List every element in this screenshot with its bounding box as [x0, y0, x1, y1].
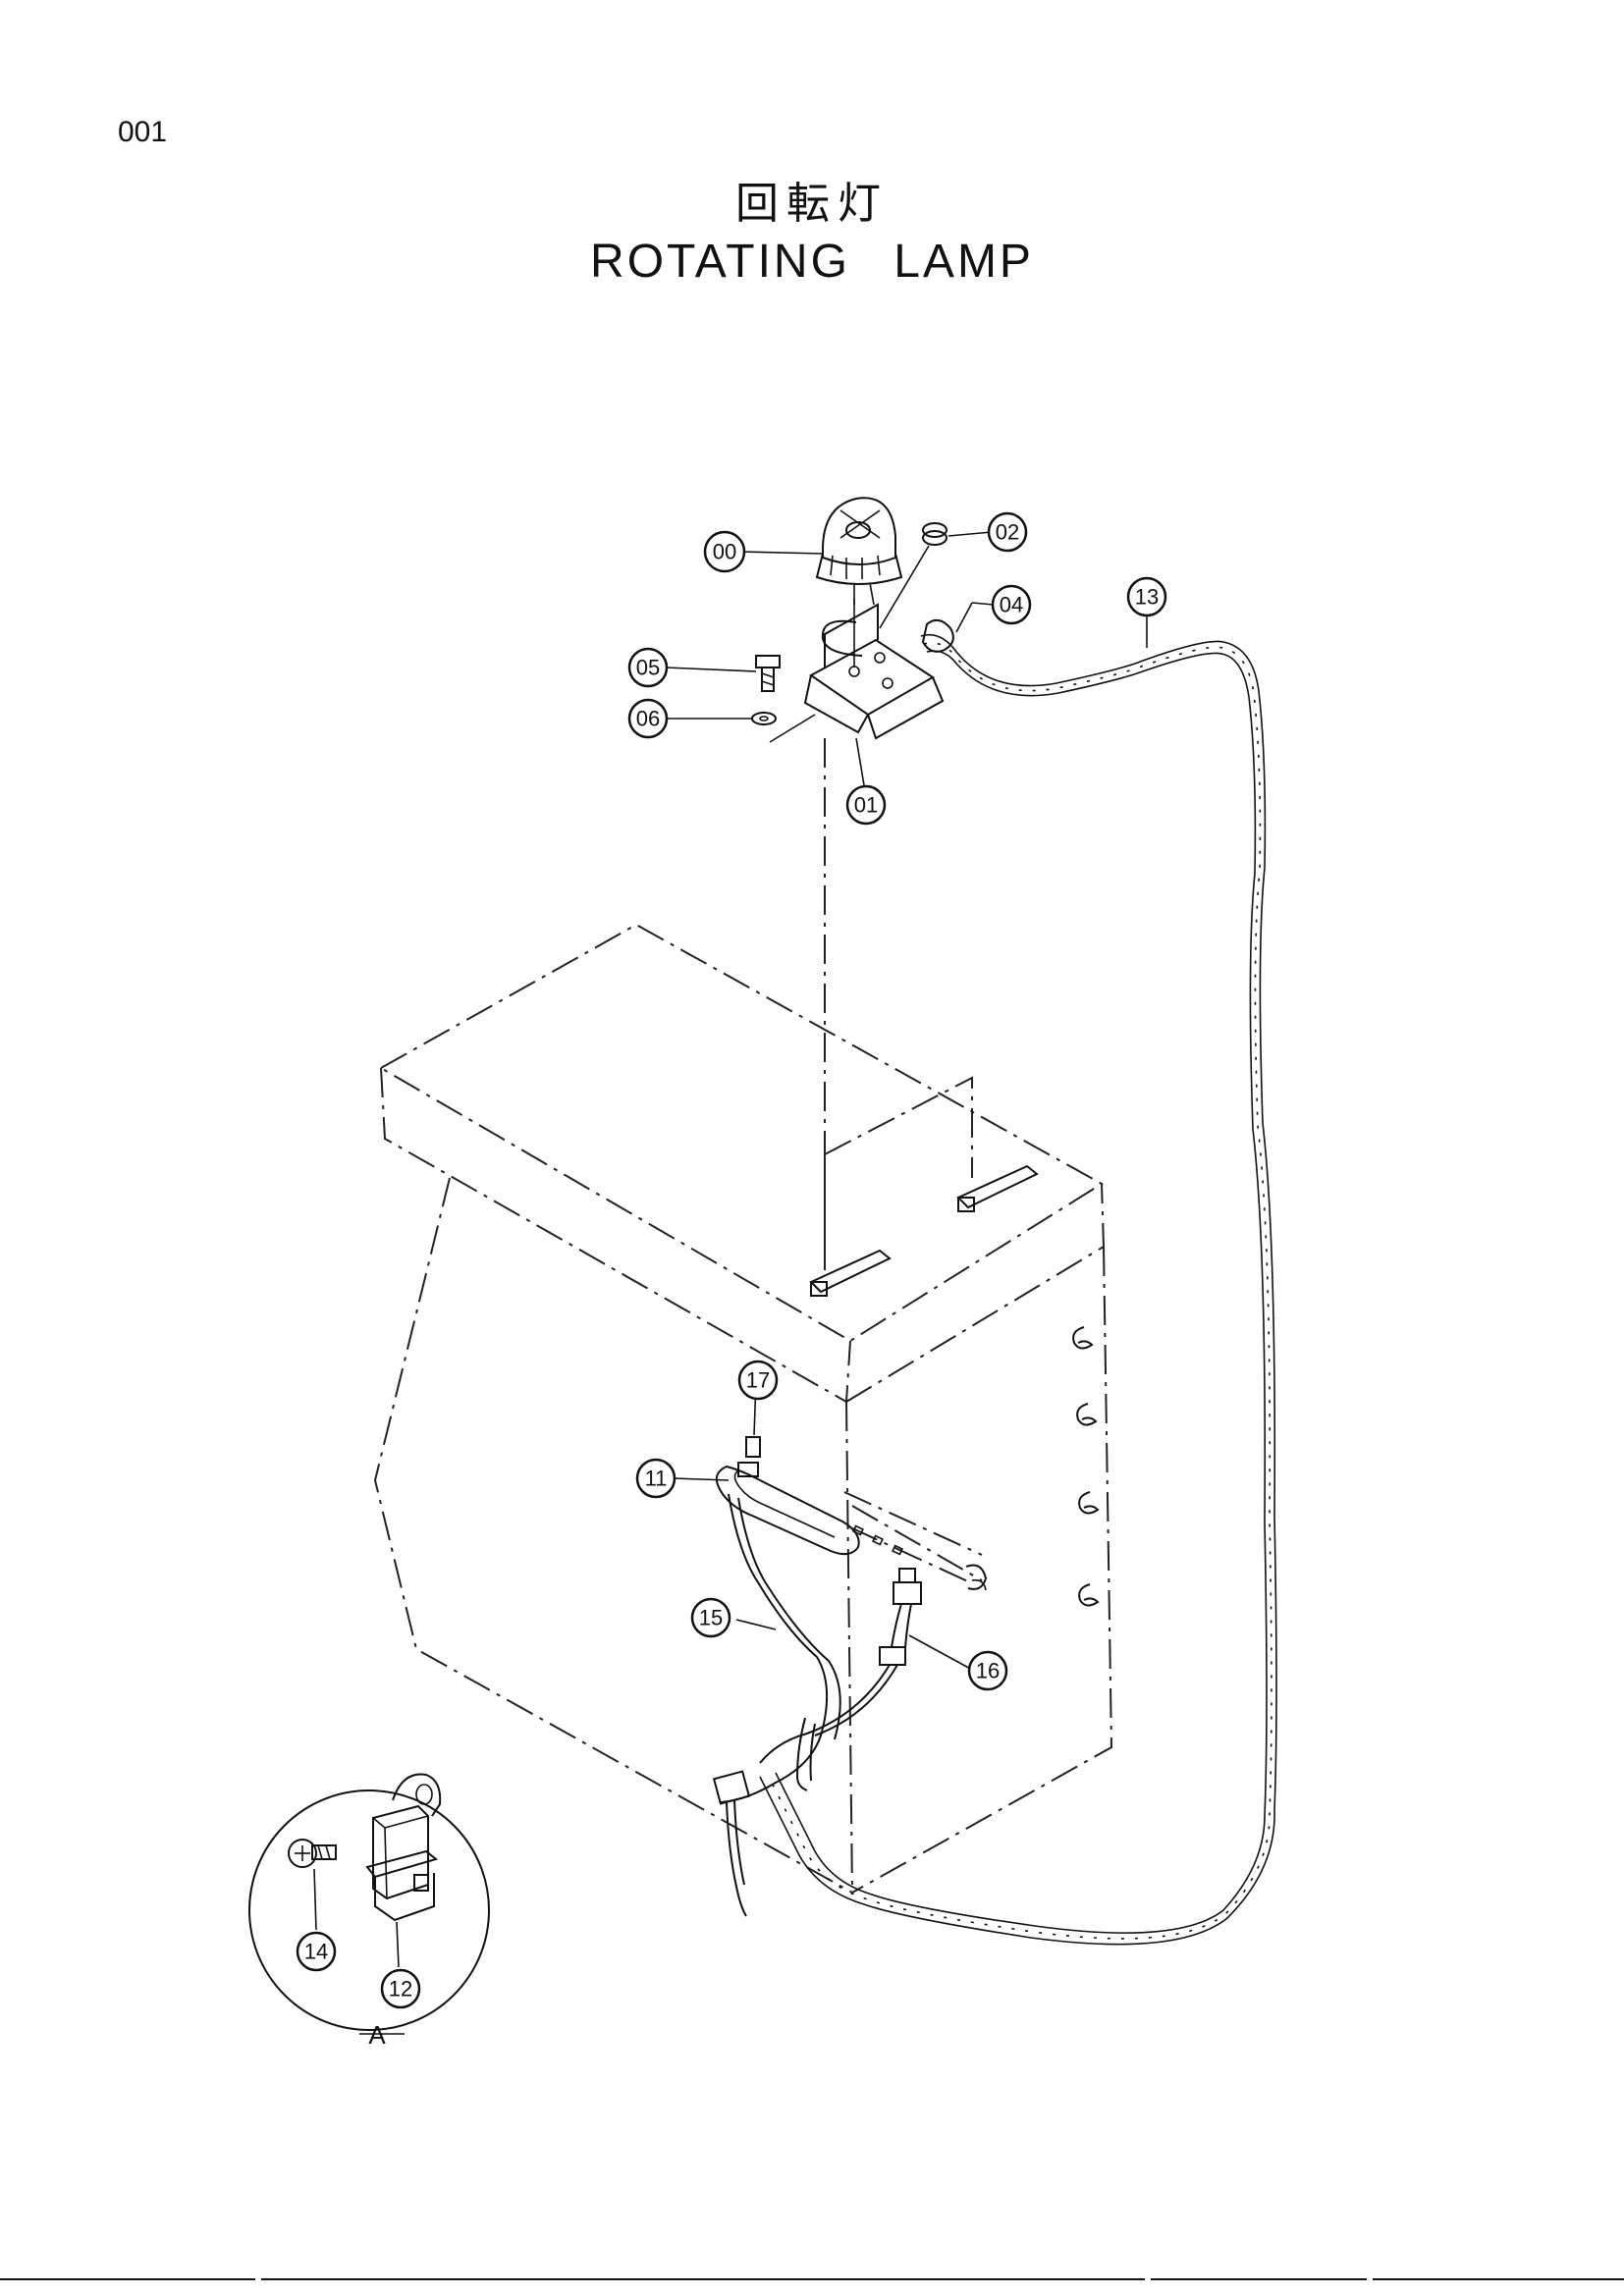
- svg-text:04: 04: [1000, 593, 1023, 617]
- bolt: [755, 655, 781, 692]
- svg-text:13: 13: [1135, 585, 1159, 610]
- svg-text:02: 02: [996, 520, 1019, 545]
- cab-side-clips: [1072, 1326, 1100, 1607]
- main-harness: [759, 618, 1277, 1946]
- roof-mounting-brackets: [809, 1164, 1039, 1297]
- callout-00: 00: [703, 530, 746, 573]
- callout-13: 14: [296, 1931, 337, 1972]
- cab-outline: [373, 923, 1113, 1894]
- svg-text:05: 05: [636, 656, 660, 680]
- callout-04: 04: [991, 584, 1032, 625]
- page-number: 001: [118, 116, 168, 148]
- ground-lead: [821, 619, 863, 657]
- callout-14: 13: [1126, 576, 1167, 617]
- cab-wiring: [712, 1493, 922, 1917]
- callout-01: 01: [845, 784, 887, 826]
- lamp-bracket: [769, 599, 945, 743]
- svg-text:06: 06: [636, 707, 660, 731]
- svg-text:15: 15: [699, 1606, 723, 1630]
- nut: [879, 522, 947, 629]
- title-block: 回転灯 ROTATING LAMP: [0, 177, 1624, 293]
- title-english: ROTATING LAMP: [590, 236, 1034, 288]
- title-japanese: 回転灯: [735, 179, 889, 229]
- relay-bracket: [716, 1436, 860, 1556]
- callout-17: 17: [737, 1360, 779, 1401]
- rotating-lamp: [815, 497, 903, 606]
- callout-15: 15: [690, 1597, 731, 1638]
- detail-a-label: A: [368, 2020, 386, 2050]
- svg-text:14: 14: [304, 1940, 328, 1964]
- callout-05: 05: [627, 647, 669, 688]
- svg-text:11: 11: [645, 1467, 668, 1491]
- svg-text:00: 00: [713, 540, 736, 564]
- svg-text:16: 16: [976, 1659, 1000, 1683]
- callout-11: 11: [635, 1458, 677, 1499]
- washer: [751, 712, 777, 725]
- cross-rail: [843, 1491, 988, 1591]
- svg-text:12: 12: [389, 1977, 412, 2002]
- svg-text:17: 17: [746, 1368, 770, 1393]
- detail-a: A: [248, 1773, 490, 2050]
- callout-06: 06: [627, 698, 669, 739]
- callout-16: 16: [967, 1650, 1008, 1691]
- callout-12: 12: [380, 1968, 421, 2009]
- callout-02: 02: [987, 511, 1028, 553]
- svg-text:01: 01: [854, 793, 878, 818]
